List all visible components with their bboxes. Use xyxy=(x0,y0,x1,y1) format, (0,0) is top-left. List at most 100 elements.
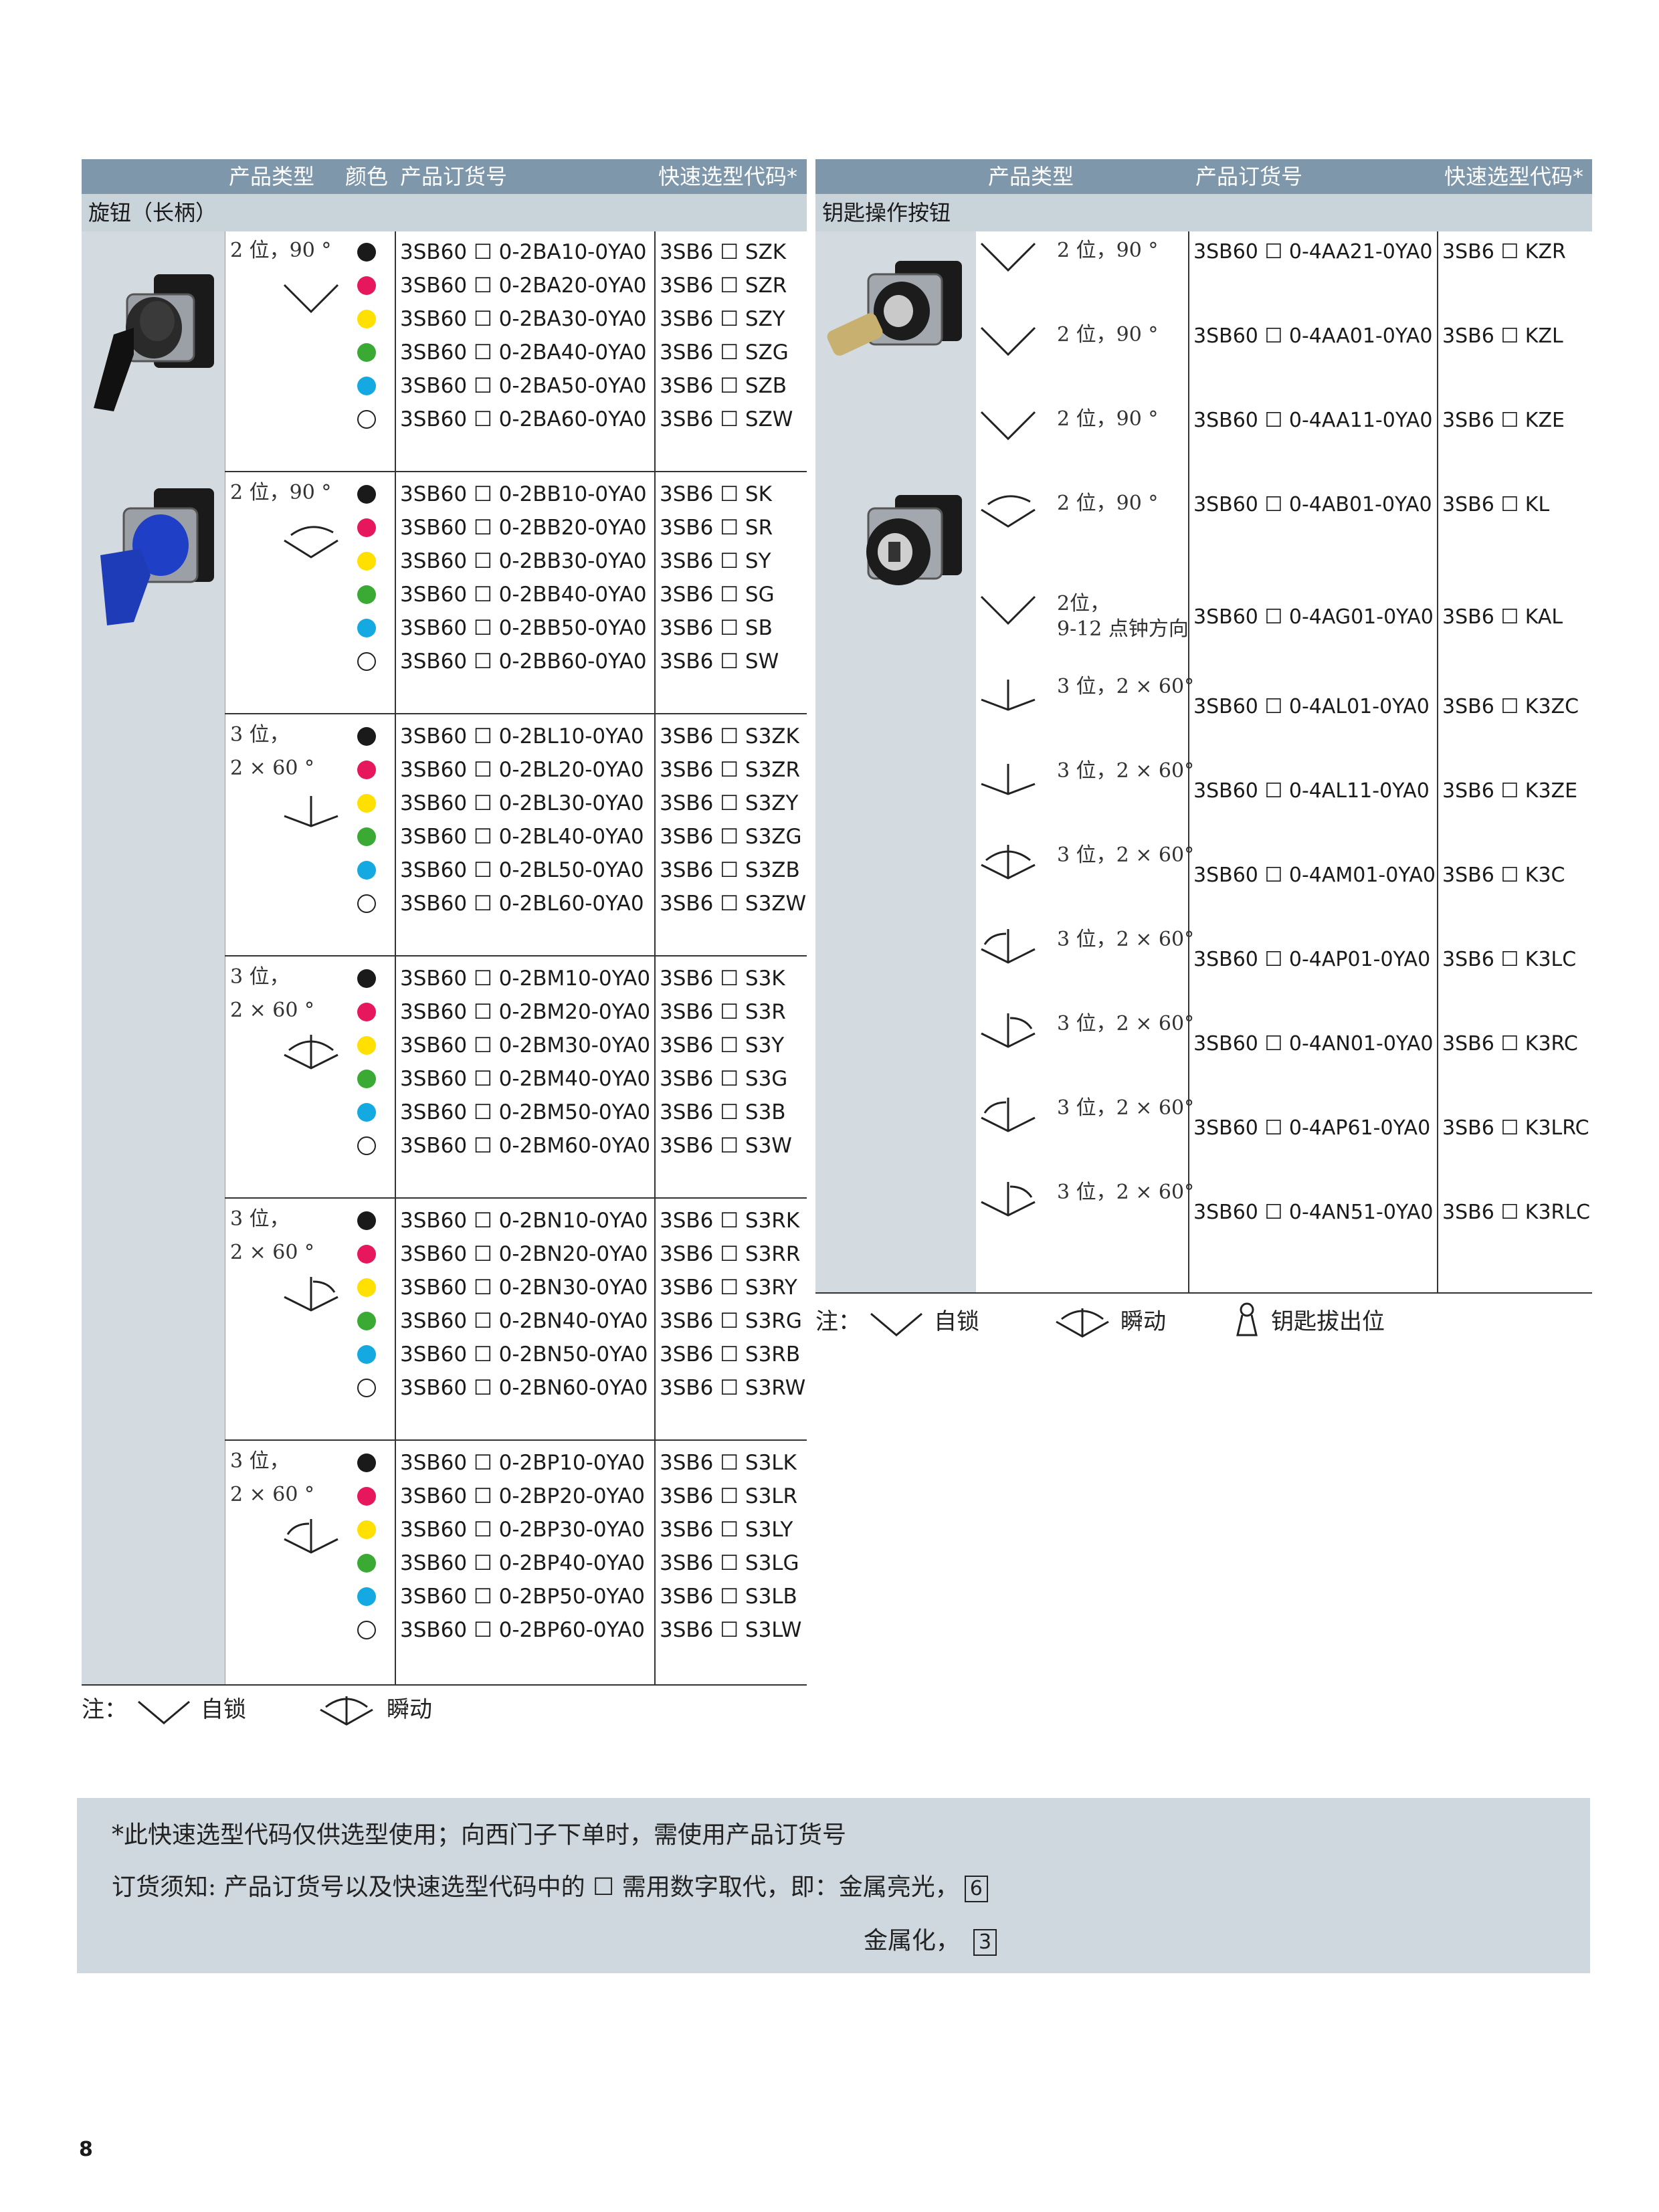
quick-code: 3SB6 ☐ S3RW xyxy=(660,1376,806,1400)
switching-symbol-icon xyxy=(284,1519,338,1554)
product-type-label: 3 位，2 × 60° xyxy=(1057,1096,1195,1120)
order-number: 3SB60 ☐ 0-2BL30-0YA0 xyxy=(400,791,644,815)
order-number: 3SB60 ☐ 0-2BN10-0YA0 xyxy=(400,1209,648,1233)
left-table-bottom xyxy=(82,1684,807,1686)
quick-code: 3SB6 ☐ S3LB xyxy=(660,1585,797,1609)
quick-code: 3SB6 ☐ S3RR xyxy=(660,1242,801,1266)
left-table-header: 产品类型 颜色 产品订货号 快速选型代码* xyxy=(82,159,807,194)
color-swatch xyxy=(357,861,376,880)
right-note-momentary: 瞬动 xyxy=(1120,1308,1166,1335)
order-number: 3SB60 ☐ 0-2BL60-0YA0 xyxy=(400,892,644,916)
order-number: 3SB60 ☐ 0-2BA10-0YA0 xyxy=(400,240,647,264)
header-color: 颜色 xyxy=(345,164,389,189)
product-type-label: 3 位， xyxy=(230,723,290,746)
product-type-angle: 2 × 60 ° xyxy=(230,999,315,1022)
color-swatch xyxy=(357,343,376,362)
order-number: 3SB60 ☐ 0-2BN30-0YA0 xyxy=(400,1276,648,1300)
order-number: 3SB60 ☐ 0-4AM01-0YA0 xyxy=(1193,864,1436,887)
quick-code: 3SB6 ☐ KZE xyxy=(1442,409,1565,432)
order-number: 3SB60 ☐ 0-2BA40-0YA0 xyxy=(400,340,647,365)
quick-code: 3SB6 ☐ S3ZR xyxy=(660,758,801,782)
switching-symbol-icon xyxy=(981,495,1036,528)
right-note: 注： xyxy=(815,1308,861,1335)
color-swatch xyxy=(357,552,376,571)
color-swatch xyxy=(357,1070,376,1088)
quick-code: 3SB6 ☐ SW xyxy=(660,649,779,674)
color-swatch xyxy=(357,518,376,537)
product-type-label: 3 位， xyxy=(230,965,290,989)
right-section-title: 钥匙操作按钮 xyxy=(815,194,1592,231)
right-note-latching: 自锁 xyxy=(934,1308,979,1335)
switching-symbol-icon xyxy=(981,1098,1036,1132)
right-divider-code xyxy=(1437,231,1438,1294)
right-table-header: 产品类型 产品订货号 快速选型代码* xyxy=(815,159,1592,194)
order-number: 3SB60 ☐ 0-2BM40-0YA0 xyxy=(400,1067,651,1091)
left-note-momentary: 瞬动 xyxy=(387,1696,432,1723)
quick-code: 3SB6 ☐ S3ZW xyxy=(660,892,807,916)
order-number: 3SB60 ☐ 0-2BB30-0YA0 xyxy=(400,549,647,573)
switching-symbol-icon xyxy=(980,326,1036,357)
product-type-label: 2 位，90 ° xyxy=(230,481,332,504)
quick-code: 3SB6 ☐ SG xyxy=(660,583,775,607)
group-divider xyxy=(225,713,807,714)
quick-code: 3SB6 ☐ SB xyxy=(660,616,773,640)
quick-code: 3SB6 ☐ S3B xyxy=(660,1100,786,1124)
order-number: 3SB60 ☐ 0-2BB40-0YA0 xyxy=(400,583,647,607)
quick-code: 3SB6 ☐ K3RC xyxy=(1442,1032,1578,1055)
color-swatch xyxy=(357,410,376,429)
right-divider-order xyxy=(1188,231,1189,1294)
color-swatch xyxy=(357,1520,376,1539)
page-number: 8 xyxy=(79,2138,93,2161)
product-type-label: 3 位，2 × 60° xyxy=(1057,1181,1195,1204)
latching-symbol-icon xyxy=(138,1700,190,1724)
switching-symbol-icon xyxy=(284,1277,338,1312)
quick-code: 3SB6 ☐ K3LRC xyxy=(1442,1116,1589,1140)
digit-box-metallized: 3 xyxy=(973,1929,997,1956)
product-type-label: 3 位，2 × 60° xyxy=(1057,759,1195,783)
product-type-angle: 2 × 60 ° xyxy=(230,1483,315,1506)
quick-code: 3SB6 ☐ SR xyxy=(660,516,773,540)
order-number: 3SB60 ☐ 0-2BM10-0YA0 xyxy=(400,967,651,991)
color-swatch xyxy=(357,652,376,671)
group-divider xyxy=(225,955,807,957)
color-swatch xyxy=(357,485,376,504)
header-quick-code: 快速选型代码* xyxy=(1444,164,1584,189)
color-swatch xyxy=(357,1621,376,1639)
quick-code: 3SB6 ☐ S3RK xyxy=(660,1209,800,1233)
color-swatch xyxy=(357,1278,376,1297)
order-number: 3SB60 ☐ 0-4AP61-0YA0 xyxy=(1193,1116,1431,1140)
switching-symbol-icon xyxy=(980,595,1036,625)
header-product-type: 产品类型 xyxy=(988,164,1074,189)
key-removal-icon xyxy=(1236,1302,1258,1336)
color-swatch xyxy=(357,1487,376,1506)
quick-code: 3SB6 ☐ S3RY xyxy=(660,1276,797,1300)
color-swatch xyxy=(357,1453,376,1472)
header-product-type: 产品类型 xyxy=(229,164,315,189)
switching-symbol-icon xyxy=(981,1013,1036,1048)
color-swatch xyxy=(357,310,376,328)
color-swatch xyxy=(357,619,376,637)
color-swatch xyxy=(357,585,376,604)
quick-code: 3SB6 ☐ S3LY xyxy=(660,1518,793,1542)
order-number: 3SB60 ☐ 0-4AA21-0YA0 xyxy=(1193,240,1433,264)
left-image-column xyxy=(82,231,225,1686)
color-swatch xyxy=(357,1554,376,1573)
product-type-label: 3 位，2 × 60° xyxy=(1057,928,1195,951)
switching-symbol-icon xyxy=(981,929,1036,964)
color-swatch xyxy=(357,1103,376,1122)
order-number: 3SB60 ☐ 0-2BB60-0YA0 xyxy=(400,649,647,674)
footnote-quick-code: *此快速选型代码仅供选型使用；向西门子下单时，需使用产品订货号 xyxy=(112,1821,847,1849)
header-order-no: 产品订货号 xyxy=(1195,164,1303,189)
rotary-knob-blue-image xyxy=(100,488,214,625)
quick-code: 3SB6 ☐ S3R xyxy=(660,1000,786,1024)
color-swatch xyxy=(357,377,376,395)
product-type-angle: 2 × 60 ° xyxy=(230,757,315,780)
left-section-title: 旋钮（长柄） xyxy=(82,194,807,231)
product-type-label: 3 位， xyxy=(230,1449,290,1473)
quick-code: 3SB6 ☐ SY xyxy=(660,549,771,573)
order-number: 3SB60 ☐ 0-2BP20-0YA0 xyxy=(400,1484,646,1508)
order-number: 3SB60 ☐ 0-4AB01-0YA0 xyxy=(1193,493,1432,516)
order-number: 3SB60 ☐ 0-2BL10-0YA0 xyxy=(400,724,644,748)
switching-symbol-icon xyxy=(981,1182,1036,1217)
order-number: 3SB60 ☐ 0-2BA60-0YA0 xyxy=(400,407,647,431)
